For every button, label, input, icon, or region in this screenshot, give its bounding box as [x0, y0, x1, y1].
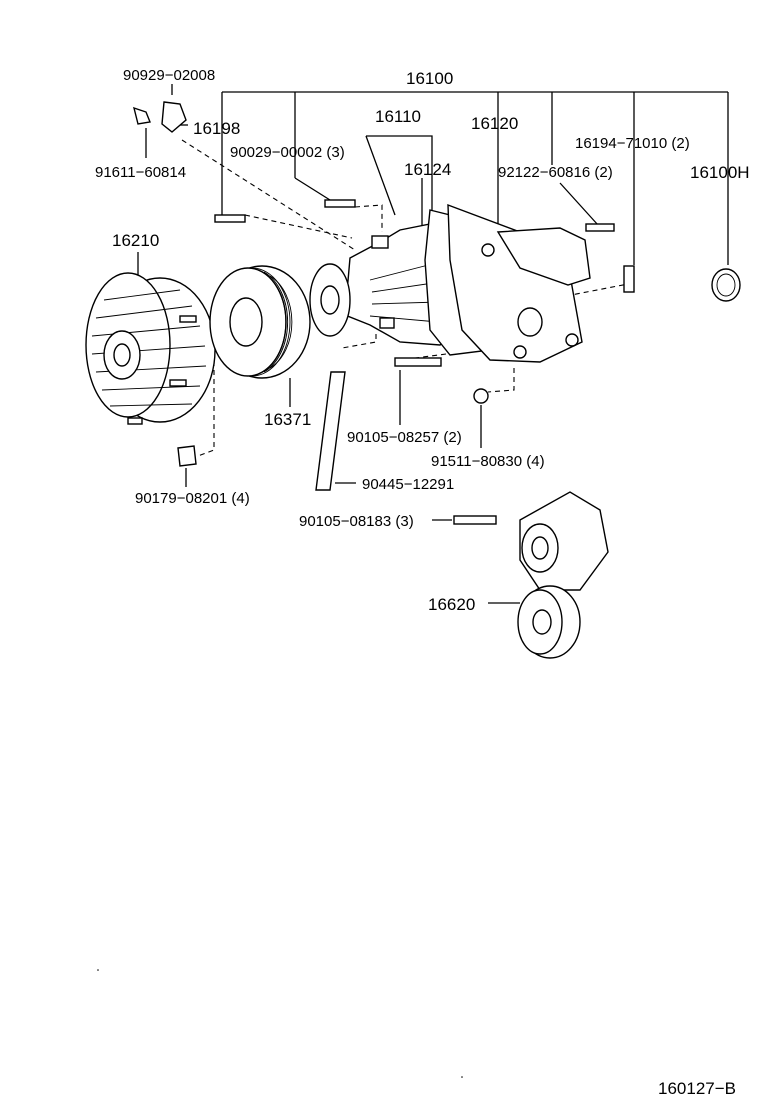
- pulley: [209, 265, 311, 379]
- pump-housing: [424, 203, 591, 363]
- label-16194: 16194−71010 (2): [575, 135, 690, 152]
- nut-90179: [177, 445, 197, 467]
- label-16198: 16198: [193, 119, 240, 138]
- label-90029: 90029−00002 (3): [230, 144, 345, 161]
- bracket: [161, 101, 187, 133]
- bolt-91611: [133, 106, 151, 125]
- label-16620: 16620: [428, 595, 475, 614]
- stud-16194: [623, 265, 635, 293]
- label-16210: 16210: [112, 231, 159, 250]
- belt-tensioner: [517, 491, 609, 659]
- scan-speck: [461, 1076, 463, 1078]
- label-90105b: 90105−08183 (3): [299, 513, 414, 530]
- bolt-left: [214, 214, 246, 223]
- stud-92122: [585, 223, 615, 232]
- pipe-90445: [315, 371, 346, 491]
- label-16120: 16120: [471, 114, 518, 133]
- scan-speck: [97, 969, 99, 971]
- washer-91511: [473, 388, 489, 404]
- label-90105a: 90105−08257 (2): [347, 429, 462, 446]
- fan-clutch: [85, 272, 216, 425]
- label-16371: 16371: [264, 410, 311, 429]
- label-90929: 90929−02008: [123, 67, 215, 84]
- label-16124: 16124: [404, 160, 451, 179]
- o-ring: [711, 268, 741, 302]
- label-91511: 91511−80830 (4): [431, 453, 545, 470]
- bolt-90105a: [394, 357, 442, 367]
- diagram-reference: 160127−B: [658, 1079, 736, 1098]
- bolt-90029: [324, 199, 356, 208]
- bolt-90105b: [453, 515, 497, 525]
- label-91611: 91611−60814: [95, 164, 186, 181]
- label-90179: 90179−08201 (4): [135, 490, 250, 507]
- label-92122: 92122−60816 (2): [498, 164, 613, 181]
- leader-lines: [137, 84, 729, 604]
- label-16100: 16100: [406, 69, 453, 88]
- small-parts: [133, 101, 741, 525]
- label-90445: 90445−12291: [362, 476, 454, 493]
- label-16100H: 16100H: [690, 163, 750, 182]
- label-16110: 16110: [375, 107, 421, 126]
- part-labels: 90929−02008 16100 16110 16198 90029−0000…: [95, 67, 750, 1098]
